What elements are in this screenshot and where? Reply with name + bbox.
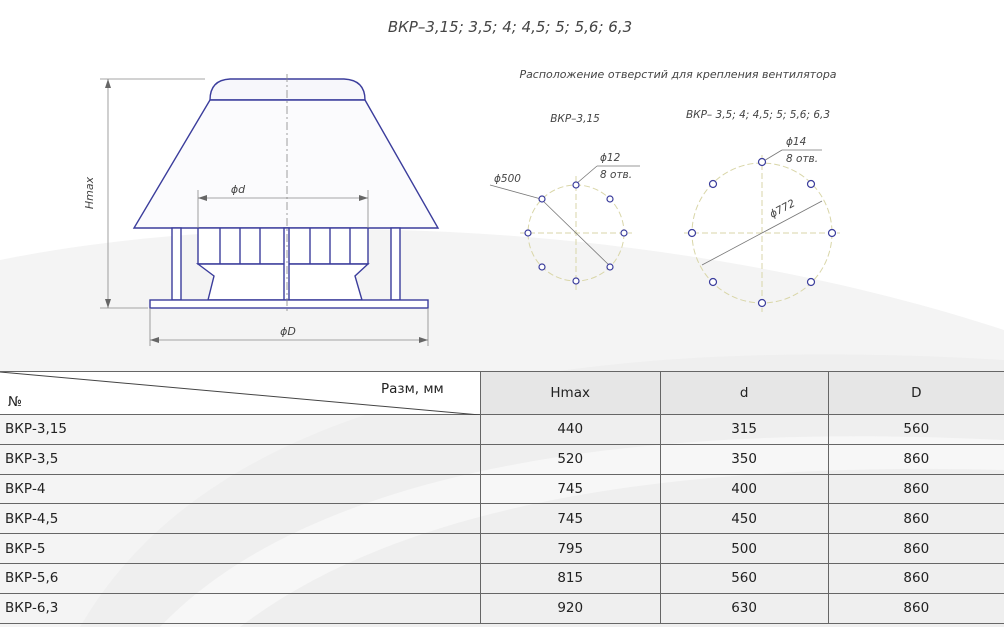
d-value: 315 bbox=[659, 414, 829, 445]
table-row: ВКР-6,3 920 630 860 bbox=[0, 593, 1004, 624]
hmax-value: 440 bbox=[479, 414, 661, 445]
small-hole-dia: ϕ12 bbox=[600, 152, 621, 164]
model-name: ВКР-6,3 bbox=[0, 593, 481, 624]
big-d-value: 860 bbox=[827, 474, 1004, 505]
hmax-label: Hmax bbox=[83, 176, 96, 209]
small-hole-count: 8 отв. bbox=[600, 169, 632, 181]
small-circle-dia: ϕ500 bbox=[494, 173, 521, 185]
d-value: 400 bbox=[659, 474, 829, 505]
holes-caption: Расположение отверстий для крепления вен… bbox=[519, 68, 836, 81]
big-d-value: 860 bbox=[827, 444, 1004, 475]
big-d-value: 860 bbox=[827, 503, 1004, 535]
d-label: ϕd bbox=[231, 183, 246, 196]
big-d-value: 860 bbox=[827, 593, 1004, 624]
corner-header-cell: Разм, мм № bbox=[0, 371, 481, 415]
large-hole-dia: ϕ14 bbox=[786, 136, 806, 148]
hole-pattern-small: ВКР–3,15 ϕ500 ϕ12 8 отв. bbox=[489, 113, 640, 290]
hmax-value: 920 bbox=[479, 593, 661, 624]
header-d: d bbox=[659, 371, 829, 415]
corner-diagonal-line bbox=[0, 372, 480, 415]
hmax-value: 520 bbox=[479, 444, 661, 475]
header-hmax: Hmax bbox=[479, 371, 661, 415]
table-row: ВКР-5 795 500 860 bbox=[0, 533, 1004, 564]
corner-number-label: № bbox=[8, 394, 23, 410]
table-row: ВКР-5,6 815 560 860 bbox=[0, 563, 1004, 594]
table-row: ВКР-3,5 520 350 860 bbox=[0, 444, 1004, 475]
hmax-value: 815 bbox=[479, 563, 661, 594]
model-name: ВКР-4,5 bbox=[0, 503, 481, 535]
d-value: 560 bbox=[659, 563, 829, 594]
large-pattern-title: ВКР– 3,5; 4; 4,5; 5; 5,6; 6,3 bbox=[686, 109, 830, 121]
table-row: ВКР-4 745 400 860 bbox=[0, 474, 1004, 505]
small-pattern-title: ВКР–3,15 bbox=[550, 113, 600, 125]
large-circle-dia: ϕ772 bbox=[768, 197, 798, 220]
model-name: ВКР-3,15 bbox=[0, 414, 481, 445]
fan-side-view bbox=[132, 78, 440, 309]
hmax-value: 745 bbox=[479, 503, 661, 535]
big-d-label: ϕD bbox=[280, 325, 296, 338]
d-value: 350 bbox=[659, 444, 829, 475]
dimensions-table: Разм, мм № Hmax d D ВКР-3,15 440 315 560… bbox=[0, 371, 1004, 624]
table-header-row: Разм, мм № Hmax d D bbox=[0, 371, 1004, 415]
corner-size-label: Разм, мм bbox=[381, 381, 444, 397]
model-name: ВКР-5 bbox=[0, 533, 481, 564]
table-row: ВКР-4,5 745 450 860 bbox=[0, 503, 1004, 535]
header-big-d: D bbox=[827, 371, 1004, 415]
technical-drawing: ВКР–3,15; 3,5; 4; 4,5; 5; 5,6; 6,3 Распо… bbox=[83, 18, 840, 346]
table-row: ВКР-3,15 440 315 560 bbox=[0, 414, 1004, 445]
large-hole-count: 8 отв. bbox=[786, 153, 818, 165]
hole-pattern-large: ВКР– 3,5; 4; 4,5; 5; 5,6; 6,3 ϕ772 ϕ14 8… bbox=[684, 109, 840, 312]
hmax-value: 795 bbox=[479, 533, 661, 564]
big-d-value: 860 bbox=[827, 533, 1004, 564]
model-name: ВКР-3,5 bbox=[0, 444, 481, 475]
model-name: ВКР-5,6 bbox=[0, 563, 481, 594]
d-value: 630 bbox=[659, 593, 829, 624]
big-d-value: 560 bbox=[827, 414, 1004, 445]
big-d-value: 860 bbox=[827, 563, 1004, 594]
drawing-title: ВКР–3,15; 3,5; 4; 4,5; 5; 5,6; 6,3 bbox=[388, 18, 632, 36]
d-value: 500 bbox=[659, 533, 829, 564]
d-value: 450 bbox=[659, 503, 829, 535]
model-name: ВКР-4 bbox=[0, 474, 481, 505]
hmax-value: 745 bbox=[479, 474, 661, 505]
